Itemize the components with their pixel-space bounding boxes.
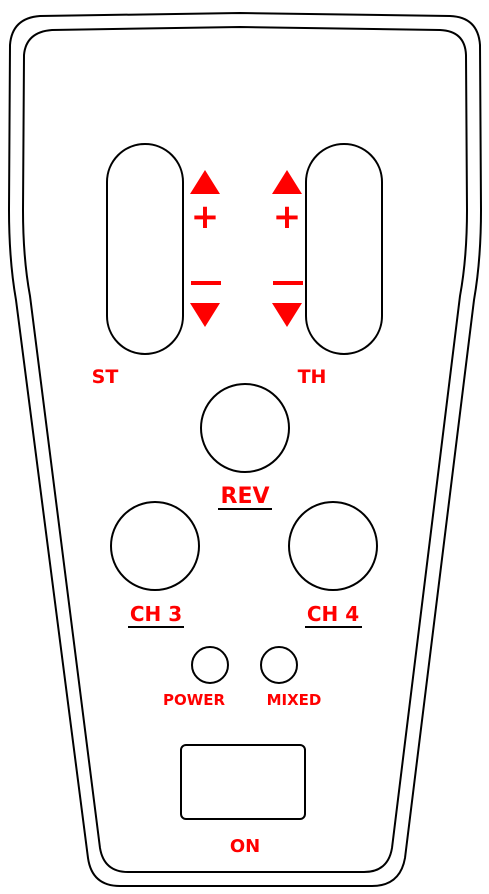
throttle-trim-up-button[interactable]: + <box>272 170 302 237</box>
power-label: POWER <box>163 691 226 709</box>
rev-button[interactable] <box>200 383 290 473</box>
triangle-up-icon <box>190 170 220 194</box>
throttle-stick-slot[interactable] <box>305 143 383 355</box>
throttle-trim-down-button[interactable] <box>272 281 303 327</box>
ch3-button[interactable] <box>110 501 200 591</box>
ch4-button[interactable] <box>288 501 378 591</box>
mixed-led <box>260 646 298 684</box>
housing-inner-outline <box>21 25 469 873</box>
on-label: ON <box>230 836 260 857</box>
steering-trim-down-button[interactable] <box>190 281 221 327</box>
throttle-label: TH <box>298 366 327 388</box>
steering-label: ST <box>92 366 119 388</box>
triangle-down-icon <box>272 303 302 327</box>
triangle-up-icon <box>272 170 302 194</box>
mixed-label: MIXED <box>267 691 322 709</box>
triangle-down-icon <box>190 303 220 327</box>
on-switch[interactable] <box>180 744 306 820</box>
power-led <box>191 646 229 684</box>
steering-stick-slot[interactable] <box>106 143 184 355</box>
ch3-label: CH 3 <box>130 602 182 626</box>
ch4-label: CH 4 <box>307 602 359 626</box>
steering-trim-up-button[interactable]: + <box>190 170 220 237</box>
housing-outer-outline <box>7 11 483 887</box>
rev-label: REV <box>221 484 270 509</box>
steering-minus-bar <box>191 281 221 285</box>
throttle-plus-symbol: + <box>273 197 302 237</box>
throttle-minus-bar <box>273 281 303 285</box>
steering-plus-symbol: + <box>191 197 220 237</box>
